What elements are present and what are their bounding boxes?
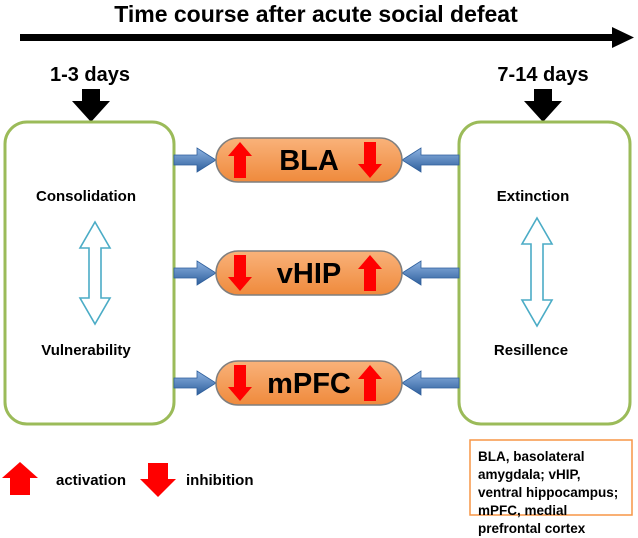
extinction-label: Extinction xyxy=(497,188,570,205)
early-timepoint-arrow-icon xyxy=(72,89,110,122)
bla-right-connector-arrow-icon xyxy=(401,147,460,173)
activation-legend-arrow-icon xyxy=(2,462,38,495)
bla-late-inhibition-arrow-icon xyxy=(358,142,382,178)
right-phase-box xyxy=(457,120,632,426)
mpfc-late-activation-arrow-icon xyxy=(358,365,382,401)
resillence-label: Resillence xyxy=(494,342,568,359)
vhip-right-connector-arrow-icon xyxy=(401,260,460,286)
vhip-early-inhibition-arrow-icon xyxy=(228,255,252,291)
bla-region-label: BLA xyxy=(279,145,339,177)
timeline-arrow xyxy=(20,27,634,48)
region-rows: BLA vHIP mPFC xyxy=(173,137,460,406)
consolidation-label: Consolidation xyxy=(36,188,136,205)
vhip-late-activation-arrow-icon xyxy=(358,255,382,291)
bla-left-connector-arrow-icon xyxy=(173,147,217,173)
activation-legend-label: activation xyxy=(56,472,126,489)
bla-early-activation-arrow-icon xyxy=(228,142,252,178)
late-timepoint-arrow-icon xyxy=(524,89,562,122)
inhibition-legend-label: inhibition xyxy=(186,472,253,489)
mpfc-left-connector-arrow-icon xyxy=(173,370,217,396)
timepoint-late-label: 7-14 days xyxy=(497,64,588,86)
left-double-arrow-icon xyxy=(78,220,112,326)
vhip-region-pill xyxy=(215,250,403,296)
mpfc-early-inhibition-arrow-icon xyxy=(228,365,252,401)
mpfc-region-label: mPFC xyxy=(267,368,351,400)
bla-region-pill xyxy=(215,137,403,183)
vhip-region-label: vHIP xyxy=(277,258,341,290)
timepoint-early-label: 1-3 days xyxy=(50,64,130,86)
vulnerability-label: Vulnerability xyxy=(41,342,131,359)
abbreviation-legend-box xyxy=(469,439,633,516)
mpfc-region-pill xyxy=(215,360,403,406)
diagram: Time course after acute social defeat 1-… xyxy=(2,1,634,516)
inhibition-legend-arrow-icon xyxy=(140,463,176,497)
mpfc-right-connector-arrow-icon xyxy=(401,370,460,396)
right-double-arrow-icon xyxy=(520,216,554,328)
diagram-title: Time course after acute social defeat xyxy=(114,1,518,27)
abbreviation-legend-text: BLA, basolateral amygdala; vHIP, ventral… xyxy=(478,449,619,536)
vhip-left-connector-arrow-icon xyxy=(173,260,217,286)
